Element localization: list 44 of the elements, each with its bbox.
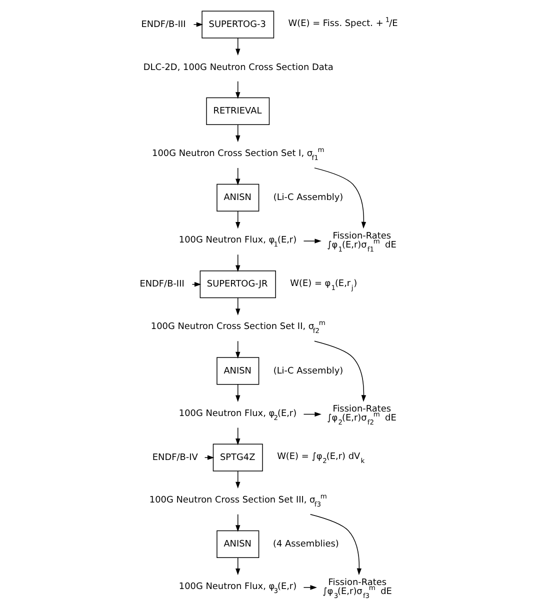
node-text: ENDF/B-III [141, 20, 186, 30]
arrow [314, 340, 366, 402]
arrow [303, 585, 317, 590]
arrow [236, 298, 240, 316]
node-text: Fission-Rates ∫φ$_{2}$(E,r)σ$_{f2}$$^{m}$ dE [327, 404, 396, 427]
node-label: W(E) = φ$_{1}$(E,r$_{j}$) [290, 278, 358, 292]
arrow [236, 340, 240, 359]
node-box: SUPERTOG-3 [202, 10, 274, 38]
node-box: ANISN [216, 530, 260, 558]
arrow [236, 514, 240, 532]
node-text: ENDF/B-III [140, 280, 184, 290]
arrow [236, 124, 240, 142]
arrow [193, 22, 204, 27]
node-label: (Li-C Assembly) [273, 193, 344, 204]
node-label: (4 Assemblies) [272, 539, 339, 550]
node-box: ANISN [216, 184, 260, 212]
arrow [236, 210, 240, 229]
arrow [236, 168, 240, 186]
node-box: RETRIEVAL [206, 97, 270, 125]
node-label: W(E) = ∫φ$_{2}$(E,r) dV$_{k}$ [277, 452, 365, 466]
arrow [204, 455, 214, 460]
node-label: (Li-C Assembly) [273, 366, 344, 376]
node-box: SPTG4Z [212, 444, 263, 472]
arrow [314, 168, 366, 229]
node-text: DLC-2D, 100G Neutron Cross Section Data [143, 63, 334, 74]
arrow [236, 470, 240, 489]
arrow [236, 557, 240, 576]
node-text: 100G Neutron Flux, φ$_{2}$(E,r) [178, 408, 297, 422]
arrow [303, 238, 322, 244]
node-label: W(E) = Fiss. Spect. + $^{1}$/E [288, 16, 398, 30]
node-box: SUPERTOG-JR [200, 270, 276, 298]
node-box: ANISN [216, 357, 260, 385]
arrow [236, 80, 240, 99]
node-text: Fission-Rates ∫φ$_{1}$(E,r)σ$_{f1}$$^{m}$ dE [327, 232, 396, 254]
arrow [236, 384, 240, 402]
arrow [236, 427, 240, 446]
node-text: ENDF/B-IV [152, 452, 198, 463]
arrow [310, 514, 362, 576]
arrow [303, 412, 322, 417]
node-text: Fission-Rates ∫φ$_{3}$(E,r)σ$_{f3}$$^{m}$ dE [322, 578, 392, 600]
arrow [236, 38, 240, 56]
node-text: 100G Neutron Flux, φ$_{3}$(E,r) [178, 582, 297, 596]
node-text: 100G Neutron Flux, φ$_{1}$(E,r) [178, 236, 297, 249]
arrow [236, 254, 240, 272]
